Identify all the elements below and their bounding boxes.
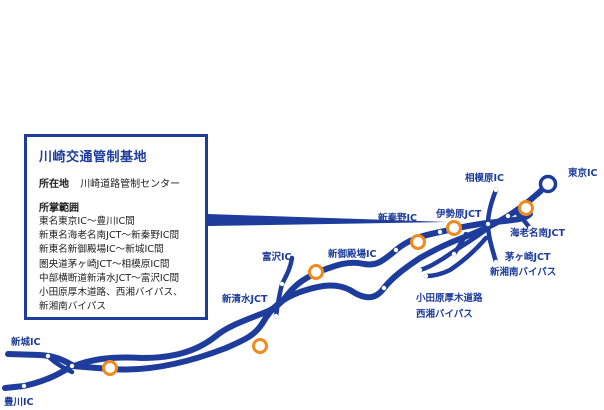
place-labels: 東京IC 相模原IC 伊勢原JCT 新秦野IC 海老名南JCT 茅ヶ崎JCT 新… <box>4 167 598 408</box>
label-odawara-atsugi: 小田原厚木道路 <box>415 292 483 304</box>
base-marker-5 <box>446 220 462 236</box>
panel-title: 川崎交通管制基地 <box>39 150 148 165</box>
road-shinshiro-link <box>45 353 75 375</box>
location-label: 所在地 <box>39 179 69 190</box>
base-marker-2 <box>252 338 268 354</box>
road-odawara-atsugi <box>417 225 491 273</box>
label-shinshimizu-jct: 新清水JCT <box>222 293 268 305</box>
location-value: 川崎道路管制センター <box>80 179 181 190</box>
label-toyokawa-ic: 豊川IC <box>4 396 34 408</box>
range-label: 所掌範囲 <box>39 203 79 214</box>
range-item: 新東名新御殿場IC～新城IC間 <box>39 244 164 256</box>
label-sagamihara-ic: 相模原IC <box>465 172 504 184</box>
range-item: 東名東京IC～豊川IC間 <box>39 216 135 227</box>
base-marker-4 <box>410 234 426 250</box>
tokyo-ic-marker <box>538 174 558 194</box>
label-tomizawa-ic: 富沢IC <box>262 251 292 263</box>
range-item: 圏央道茅ヶ崎JCT～相模原IC間 <box>39 258 170 270</box>
label-shinshonan-bypass: 新湘南バイパス <box>490 266 556 278</box>
base-marker-6 <box>518 200 534 216</box>
callout-pointer <box>208 214 448 226</box>
label-shinshiro-ic: 新城IC <box>11 336 41 348</box>
label-tokyo-ic: 東京IC <box>567 167 598 179</box>
label-seisho-bypass: 西湘バイパス <box>416 308 473 320</box>
label-shinhadano-ic: 新秦野IC <box>378 212 417 224</box>
range-item: 新東名海老名南JCT～新秦野IC間 <box>39 230 180 242</box>
location-row: 所在地 川崎道路管制センター <box>39 175 197 190</box>
control-base-info-panel: 川崎交通管制基地 所在地 川崎道路管制センター 所掌範囲 東名東京IC～豊川IC… <box>24 134 208 320</box>
base-markers <box>102 200 534 376</box>
label-shingotemba-ic: 新御殿場IC <box>328 248 377 260</box>
label-chigasaki-jct: 茅ヶ崎JCT <box>504 251 551 263</box>
base-marker-3 <box>308 264 324 280</box>
range-item: 新湘南バイパス <box>39 301 106 313</box>
road-seisho <box>423 235 489 279</box>
road-tomei <box>2 181 551 391</box>
range-list: 東名東京IC～豊川IC間 新東名海老名南JCT～新秦野IC間 新東名新御殿場IC… <box>39 215 197 314</box>
road-chubu-odan <box>273 255 295 319</box>
ic-dots <box>21 187 533 389</box>
label-ebina-minami-jct: 海老名南JCT <box>510 227 566 239</box>
label-isehara-jct: 伊勢原JCT <box>435 208 482 220</box>
range-item: 中部横断道新清水JCT～富沢IC間 <box>39 272 180 284</box>
base-marker-1 <box>102 360 118 376</box>
range-item: 小田原厚木道路、西湘バイパス、 <box>39 287 183 299</box>
